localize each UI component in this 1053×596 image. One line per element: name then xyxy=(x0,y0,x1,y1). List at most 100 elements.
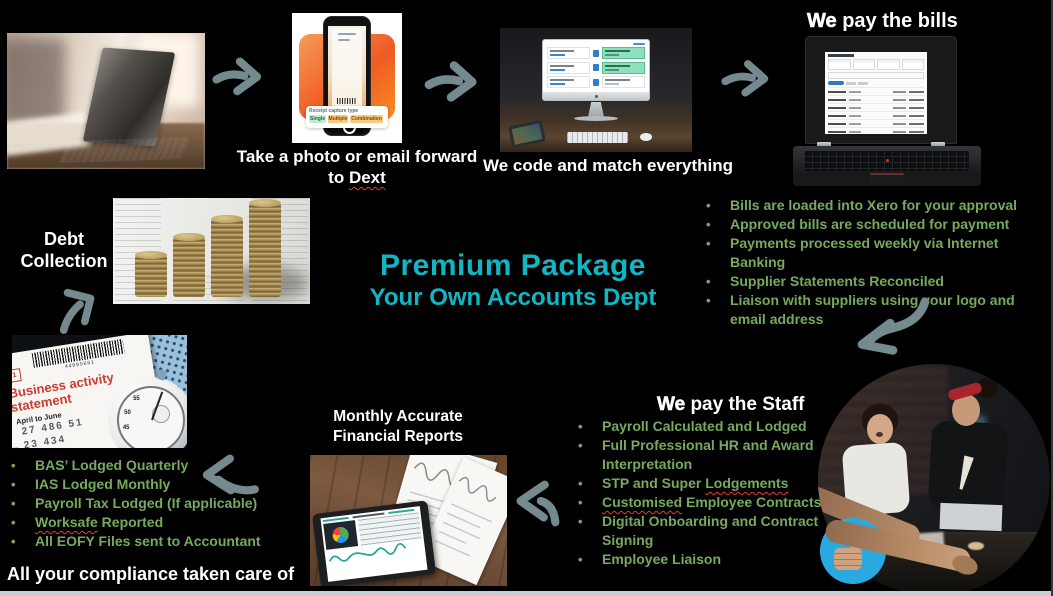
coin-stack xyxy=(173,233,205,297)
list-item: Customised Employee Contracts xyxy=(572,493,824,512)
thinkpad-bills-photo xyxy=(793,36,981,186)
ok-button xyxy=(592,78,600,86)
dext-caption-line1: Take a photo or email forward xyxy=(236,147,478,166)
thinkpad-lid xyxy=(805,36,957,144)
imac-keyboard xyxy=(567,132,628,143)
person2-apron xyxy=(939,502,1003,532)
new-bill-button xyxy=(828,81,844,85)
receipt-barcode xyxy=(337,98,357,104)
coin-stack xyxy=(249,199,281,297)
flow-arrow-right-2 xyxy=(424,55,482,105)
dext-receipt xyxy=(332,29,362,107)
coin-stack xyxy=(135,251,167,297)
thumb-fist xyxy=(834,548,862,570)
bill-row-skeleton xyxy=(828,111,924,119)
flow-arrow-left-reports xyxy=(512,474,564,530)
list-item: Worksafe Reported xyxy=(5,513,305,532)
list-item: Supplier Statements Reconciled xyxy=(700,272,1052,291)
person2-hair-bun xyxy=(976,378,998,398)
list-item: Payments processed weekly via Internet B… xyxy=(700,234,1052,272)
receipt-line xyxy=(338,33,356,35)
bills-heading: We pay the bills xyxy=(807,10,958,33)
bill-row-skeleton xyxy=(828,127,924,134)
list-item: Full Professional HR and Award Interpret… xyxy=(572,436,824,474)
imac-xero-photo xyxy=(500,28,692,152)
pie-chart xyxy=(331,526,350,544)
xero-reconcile-row xyxy=(547,76,645,88)
staff-heading: We pay the Staff xyxy=(657,394,805,416)
tablet-dashboard xyxy=(320,506,428,582)
dext-capture-sheet: Receipt capture type Single Multiple Com… xyxy=(306,106,388,128)
list-item: BAS’ Lodged Quarterly xyxy=(5,456,305,475)
window-bottom-bar xyxy=(0,591,1053,596)
receipt-line xyxy=(338,39,350,41)
staff-list: Payroll Calculated and Lodged Full Profe… xyxy=(572,417,824,569)
person1-smile xyxy=(876,432,883,437)
code-match-caption: We code and match everything xyxy=(483,156,734,175)
list-item: Bills are loaded into Xero for your appr… xyxy=(700,196,1052,215)
statement-card xyxy=(547,76,590,88)
bills-search-bar xyxy=(828,72,924,79)
capture-multiple-button: Multiple xyxy=(328,115,348,123)
flow-arrow-right-1 xyxy=(212,50,266,100)
flow-arrow-curve-down-left xyxy=(848,297,940,359)
list-item: Payroll Tax Lodged (If applicable) xyxy=(5,494,305,513)
pastry xyxy=(968,542,984,550)
matched-card xyxy=(602,61,645,74)
create-card xyxy=(602,76,645,88)
line-chart xyxy=(327,540,424,566)
thinkpad-screen-bills xyxy=(825,52,927,134)
thinkpad-base xyxy=(793,146,981,186)
laptop-desk-photo xyxy=(7,33,205,169)
laptop-hinge xyxy=(817,142,831,147)
imac-screen xyxy=(542,39,650,101)
list-item: Digital Onboarding and Contract Signing xyxy=(572,512,824,550)
report-paper xyxy=(417,456,507,586)
capture-single-button: Single xyxy=(309,115,326,123)
dext-caption: Take a photo or email forward to Dext xyxy=(232,146,482,188)
list-item: Liaison with suppliers using your logo a… xyxy=(700,291,1052,329)
photo-background-blur xyxy=(7,39,65,125)
imac-stand xyxy=(588,102,604,117)
xero-reconcile-row xyxy=(547,61,645,74)
bill-row-skeleton xyxy=(828,119,924,127)
slide-right-edge xyxy=(1051,0,1053,596)
bas-abn-label: ABN xyxy=(12,445,19,448)
bas-form-number: 1 xyxy=(12,368,22,384)
debt-collection-caption: Debt Collection xyxy=(20,229,108,271)
stopwatch-number: 45 xyxy=(122,425,130,432)
list-item: Payroll Calculated and Lodged xyxy=(572,417,824,436)
trackpad xyxy=(870,173,904,185)
bills-summary-boxes xyxy=(828,59,924,70)
bill-row-skeleton xyxy=(828,87,924,95)
dext-camera-view xyxy=(328,26,366,115)
imac-chin xyxy=(543,92,649,100)
matched-card xyxy=(602,47,645,59)
trackpoint xyxy=(885,159,889,162)
coin-stack xyxy=(211,215,243,297)
bills-controls xyxy=(828,81,924,85)
photo-laptop-keyboard xyxy=(59,136,191,164)
flow-arrow-right-3 xyxy=(721,53,773,101)
flow-arrow-up-right xyxy=(57,286,103,334)
bill-row-skeleton xyxy=(828,95,924,103)
bills-list: Bills are loaded into Xero for your appr… xyxy=(700,196,1052,329)
capture-type-label: Receipt capture type xyxy=(309,108,359,114)
bas-title: Business activity statement xyxy=(12,369,115,415)
capture-combination-button: Combination xyxy=(350,115,383,123)
stopwatch-crown xyxy=(156,369,168,381)
list-item: Approved bills are scheduled for payment xyxy=(700,215,1052,234)
tablet-reports-photo xyxy=(310,455,507,586)
dext-app-photo: Receipt capture type Single Multiple Com… xyxy=(292,13,402,143)
xero-toolbar xyxy=(547,43,645,47)
statement-card xyxy=(547,47,590,59)
person1-face xyxy=(867,414,893,444)
stopwatch-number: 55 xyxy=(133,395,140,402)
list-item: IAS Lodged Monthly xyxy=(5,475,305,494)
bill-row-skeleton xyxy=(828,103,924,111)
page-title: Premium Package Your Own Accounts Dept xyxy=(338,249,688,312)
toolbar-link xyxy=(633,43,645,45)
statement-card xyxy=(547,61,590,74)
stopwatch-number: 50 xyxy=(124,409,131,416)
